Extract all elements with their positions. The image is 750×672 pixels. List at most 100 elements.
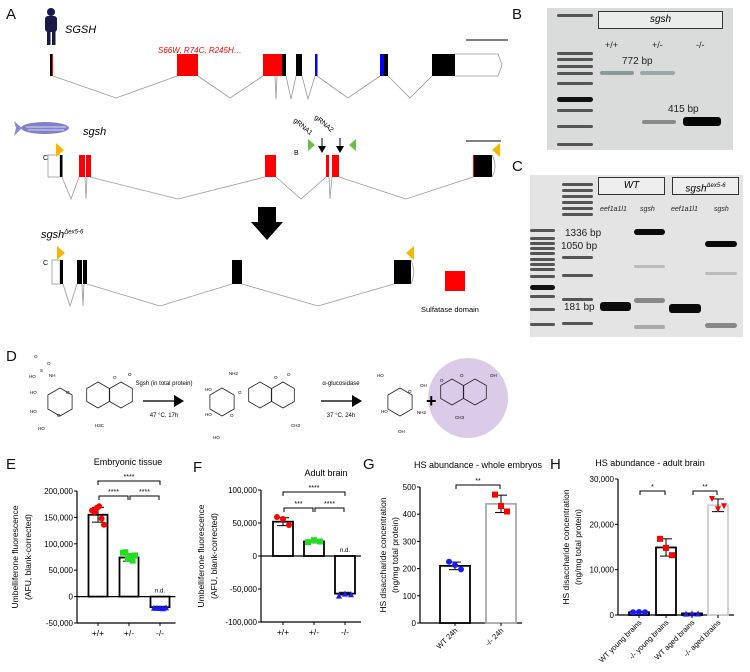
gel-c-group-wt: WT <box>598 177 665 195</box>
significance-label: **** <box>108 489 119 496</box>
band-1050 <box>705 241 737 247</box>
ladder-band <box>557 143 593 146</box>
ring-bond <box>109 381 133 409</box>
data-point <box>336 592 342 599</box>
ladder-band <box>530 247 555 250</box>
significance-label: ** <box>702 484 708 491</box>
reaction-arrow-icon <box>143 395 184 407</box>
ring-bond <box>209 387 235 417</box>
atom-label: HO <box>30 409 37 414</box>
data-point <box>492 491 498 498</box>
data-point <box>163 604 169 611</box>
y-tick-label: 50,000 <box>233 519 258 528</box>
ladder-band <box>557 58 593 61</box>
data-point <box>274 514 280 521</box>
ladder-band <box>530 308 555 311</box>
ladder-band <box>557 125 593 128</box>
y-tick-label: 200,000 <box>44 487 73 496</box>
gel-c: WT sgshΔex5-6 eef1a1l1 sgsh eef1a1l1 sgs… <box>530 175 743 337</box>
data-point <box>636 609 642 616</box>
zebrafish-icon <box>14 121 69 136</box>
primer-c-reverse-icon <box>492 143 500 157</box>
panel-label-b: B <box>512 6 523 23</box>
x-tick-label: -/- <box>156 628 164 638</box>
human-silhouette-icon <box>45 8 57 45</box>
y-axis-label: (ng/mg total protein) <box>390 517 400 593</box>
ladder-band <box>562 195 593 198</box>
primer-c-reverse-icon <box>406 246 414 260</box>
step1-enzyme: Sgsh (in total protein) <box>135 381 192 387</box>
panel-label-g: G <box>363 456 375 473</box>
bar <box>439 564 471 624</box>
ladder-band <box>562 189 593 192</box>
exon-sulfatase <box>177 54 198 76</box>
bar <box>707 504 729 616</box>
lane-label: +/- <box>652 40 663 50</box>
ring-bond <box>387 387 413 417</box>
band-415 <box>683 117 721 126</box>
data-point <box>317 538 323 545</box>
significance-label: **** <box>139 489 150 496</box>
primer-b-forward-icon <box>308 139 315 151</box>
atom-label: HO <box>213 435 220 440</box>
ladder-band <box>530 323 555 326</box>
ladder-band <box>530 268 555 271</box>
ladder-band <box>530 242 555 245</box>
ladder-band <box>530 229 555 232</box>
step2-conditions: 37 °C, 24h <box>327 413 355 419</box>
chart-title: HS abundance - adult brain <box>595 458 705 468</box>
band-772 <box>640 71 675 75</box>
panel-label-e: E <box>6 456 17 473</box>
atom-label: NH <box>49 373 56 378</box>
step1-conditions: 47 °C, 17h <box>150 413 178 419</box>
atom-label: HO <box>30 390 37 395</box>
ladder-band <box>530 285 555 290</box>
significance-label: ** <box>475 478 481 485</box>
atom-label: HO <box>38 426 45 431</box>
marker-label: 181 bp <box>564 302 595 313</box>
data-point <box>642 609 648 616</box>
data-point <box>452 562 458 569</box>
ring-bond <box>440 378 464 406</box>
significance-bracket <box>455 484 501 489</box>
bar <box>485 502 517 624</box>
data-point <box>96 503 103 510</box>
data-point <box>122 549 129 556</box>
significance-bracket <box>692 490 718 495</box>
atom-label: OH <box>398 429 405 434</box>
band-181 <box>600 302 631 311</box>
nd-label: n.d. <box>340 548 350 554</box>
mutant-gene-name: sgshΔex5-6 <box>41 229 83 241</box>
y-axis-label: HS disaccharide concentration <box>378 497 388 613</box>
significance-bracket <box>97 480 161 485</box>
lane-label: eef1a1l1 <box>600 206 627 213</box>
band-1336 <box>634 229 665 235</box>
panel-label-f: F <box>193 459 203 476</box>
data-point <box>657 535 663 542</box>
ladder-band <box>562 201 593 204</box>
sulfatase-legend-label: Sulfatase domain <box>421 305 479 314</box>
ring-bond <box>47 387 73 417</box>
y-tick-label: 150,000 <box>44 513 73 522</box>
ladder-band <box>562 207 593 210</box>
atom-label: O <box>460 373 464 378</box>
y-tick-label: 500 <box>403 483 417 492</box>
data-point <box>683 610 689 617</box>
y-tick-label: 100,000 <box>44 540 73 549</box>
band-415 <box>642 120 676 124</box>
primer-b-reverse-icon <box>349 139 356 151</box>
lane-label: eef1a1l1 <box>671 206 698 213</box>
y-tick-label: 300 <box>403 537 417 546</box>
atom-label: O <box>238 390 242 395</box>
panel-label-a: A <box>6 6 17 23</box>
band-faint <box>705 272 737 275</box>
band-181 <box>669 304 701 313</box>
ladder-band <box>557 65 593 68</box>
y-axis-label: (ng/mg total protein) <box>573 509 583 585</box>
data-point <box>721 503 727 510</box>
x-tick-label: -/- <box>341 627 349 637</box>
ladder-band <box>530 258 555 261</box>
